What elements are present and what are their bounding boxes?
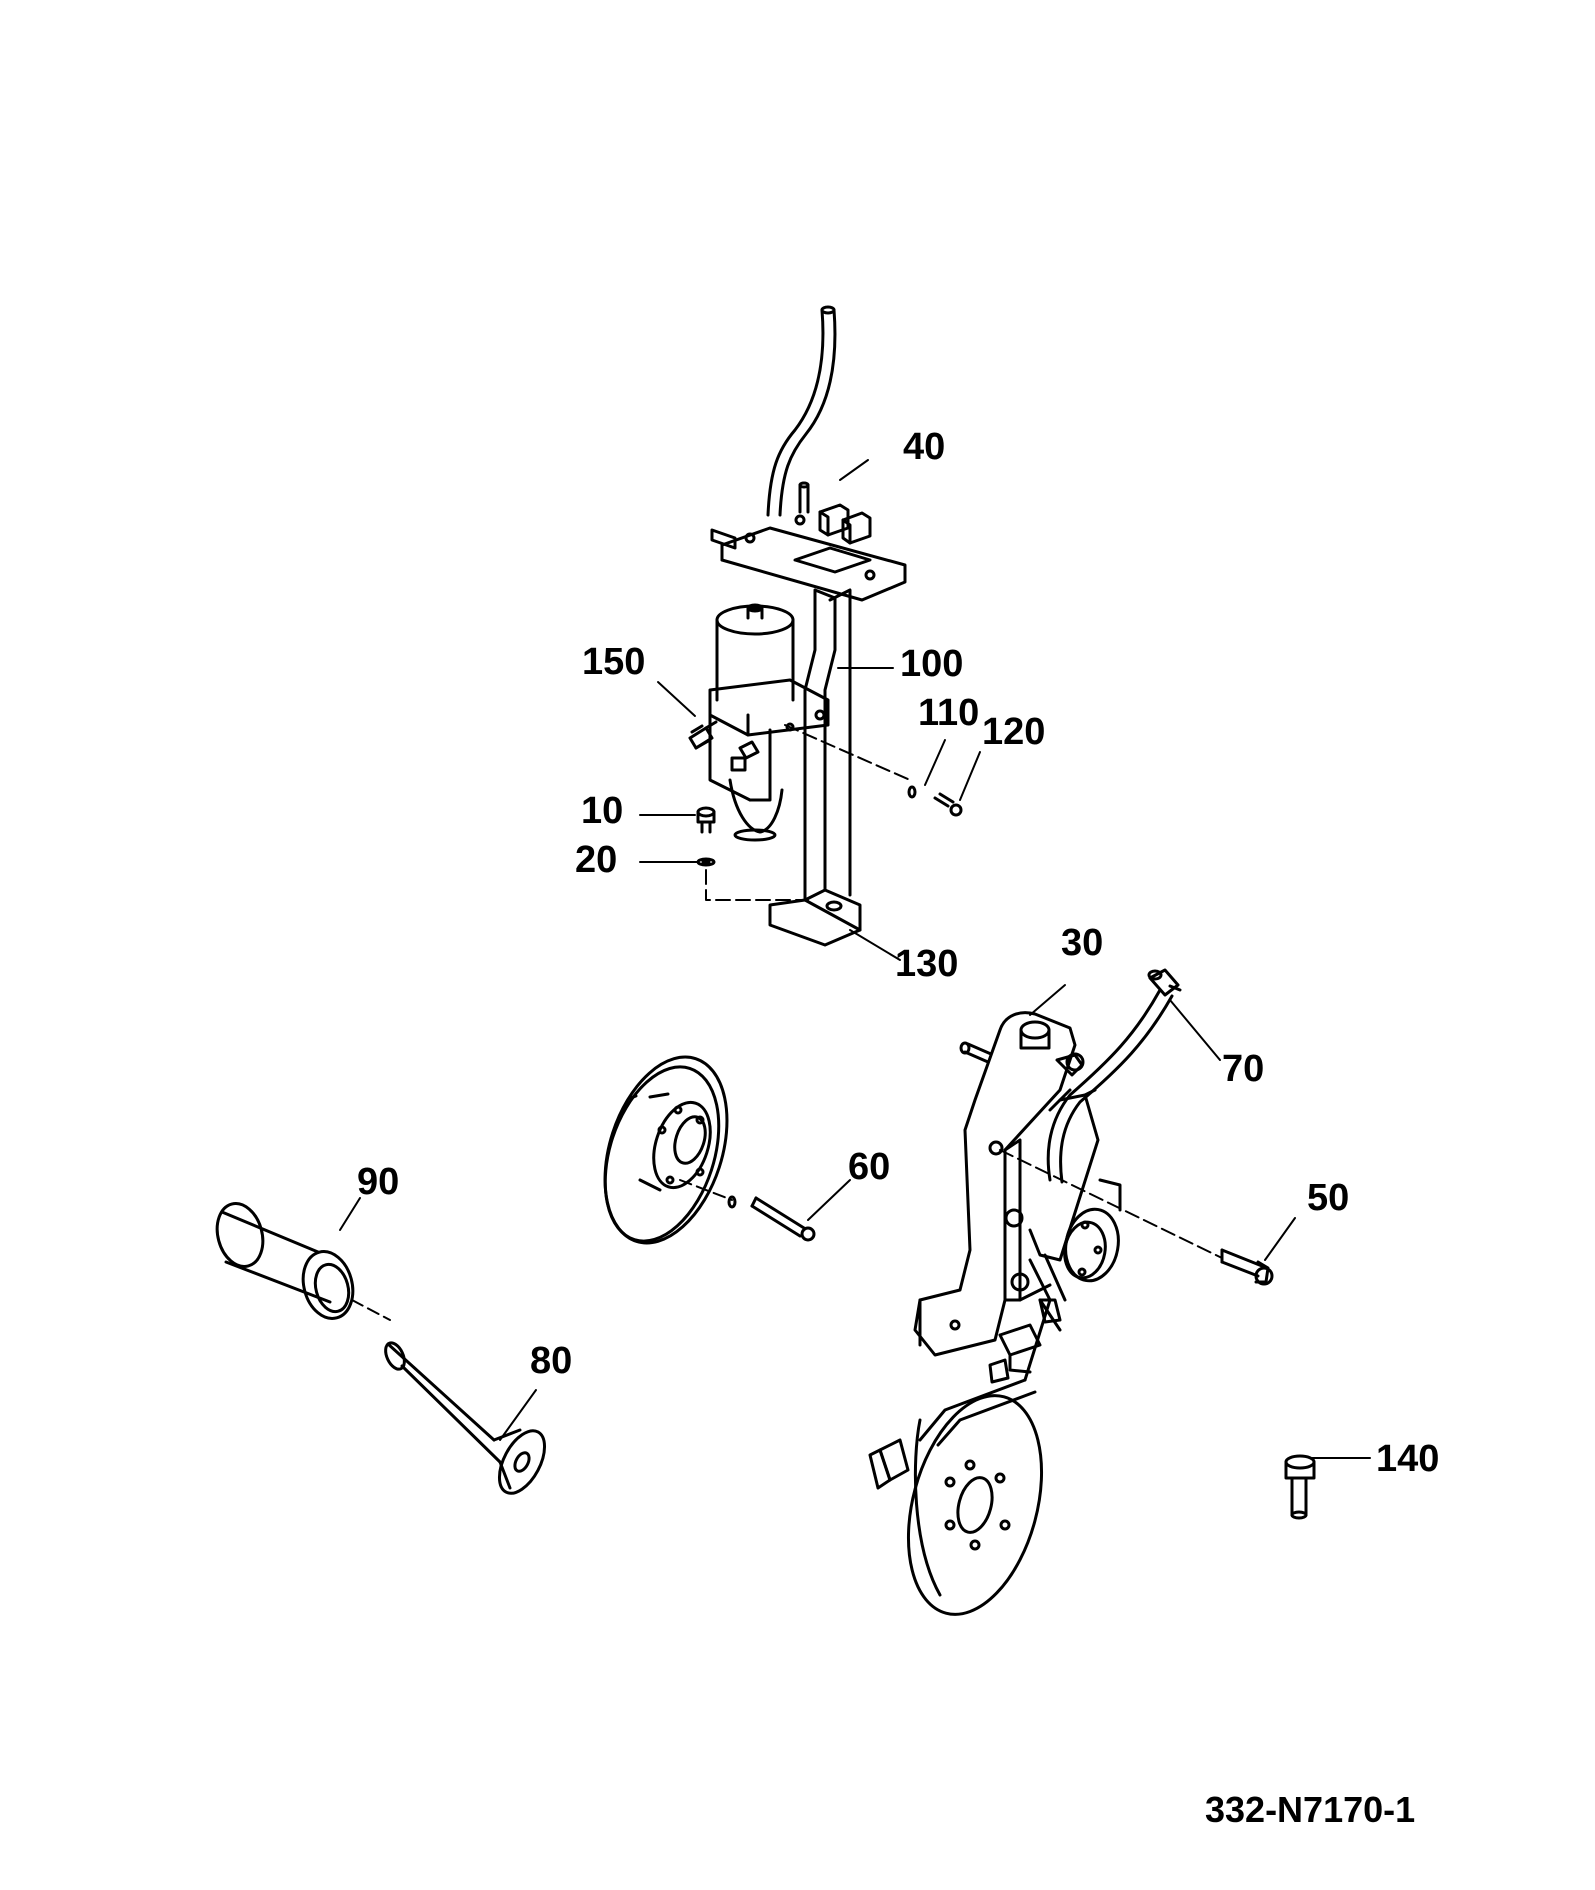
valve-connector bbox=[818, 503, 872, 545]
leader-50 bbox=[1264, 1217, 1296, 1261]
leader-120 bbox=[959, 751, 981, 801]
disc-hub bbox=[603, 1055, 729, 1245]
hose-fitting bbox=[688, 720, 718, 750]
leader-130 bbox=[849, 929, 901, 961]
callout-90: 90 bbox=[357, 1161, 400, 1203]
washer-110 bbox=[907, 785, 917, 799]
callout-80: 80 bbox=[530, 1340, 573, 1382]
leader-110 bbox=[924, 739, 946, 786]
bolt-50 bbox=[1220, 1248, 1274, 1286]
callout-10: 10 bbox=[581, 790, 624, 832]
bolt-140 bbox=[1284, 1454, 1316, 1520]
callout-30: 30 bbox=[1061, 922, 1104, 964]
leader-90 bbox=[339, 1197, 361, 1231]
callout-150: 150 bbox=[582, 641, 646, 683]
callout-50: 50 bbox=[1307, 1177, 1350, 1219]
leader-30 bbox=[1029, 984, 1066, 1016]
roller-90 bbox=[215, 1202, 355, 1320]
row-unit-arm bbox=[868, 1011, 1122, 1490]
callout-70: 70 bbox=[1222, 1048, 1265, 1090]
callout-140: 140 bbox=[1376, 1438, 1440, 1480]
mounting-bracket bbox=[710, 481, 907, 947]
callout-120: 120 bbox=[982, 711, 1046, 753]
callout-100: 100 bbox=[900, 643, 964, 685]
leader-80 bbox=[499, 1389, 537, 1441]
callout-40: 40 bbox=[903, 426, 946, 468]
drawing-reference: 332-N7170-1 bbox=[1205, 1789, 1416, 1830]
hose-70 bbox=[1046, 968, 1182, 1184]
callout-110: 110 bbox=[918, 692, 980, 734]
pin-80 bbox=[384, 1341, 547, 1495]
gauge-wheel bbox=[906, 1394, 1044, 1616]
washer-20 bbox=[696, 857, 716, 867]
hose-pipe bbox=[766, 305, 837, 517]
leader-70 bbox=[1169, 999, 1221, 1061]
leader-60 bbox=[807, 1179, 851, 1221]
bolt-60 bbox=[750, 1196, 816, 1242]
bolt-120 bbox=[933, 792, 963, 817]
leader-40 bbox=[839, 459, 869, 481]
screw-10 bbox=[696, 806, 716, 834]
solenoid-cylinder bbox=[708, 603, 911, 842]
washer-60 bbox=[727, 1195, 737, 1209]
callout-130: 130 bbox=[895, 943, 959, 985]
callout-20: 20 bbox=[575, 839, 618, 881]
leader-150 bbox=[657, 681, 696, 717]
callout-60: 60 bbox=[848, 1146, 891, 1188]
